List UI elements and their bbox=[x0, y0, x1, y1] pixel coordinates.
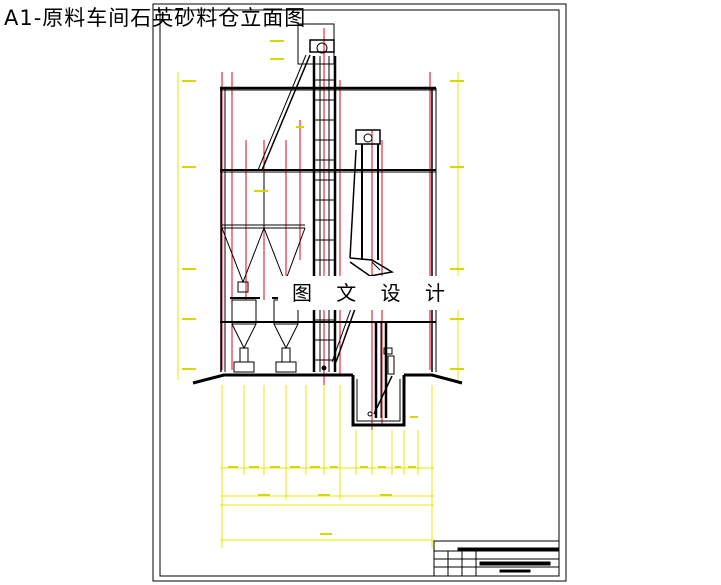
inner-frame bbox=[159, 9, 560, 577]
watermark: 图 文 设 计 bbox=[278, 276, 468, 310]
outer-frame bbox=[152, 3, 567, 582]
silos bbox=[221, 172, 306, 373]
bucket-elevator-secondary bbox=[331, 129, 395, 418]
ground-and-pit bbox=[192, 373, 463, 427]
bucket-elevator-main bbox=[257, 23, 337, 372]
dimension-annotations bbox=[182, 40, 464, 535]
building-frame bbox=[220, 86, 437, 372]
dimension-lines bbox=[177, 72, 459, 548]
title-block bbox=[433, 540, 560, 577]
